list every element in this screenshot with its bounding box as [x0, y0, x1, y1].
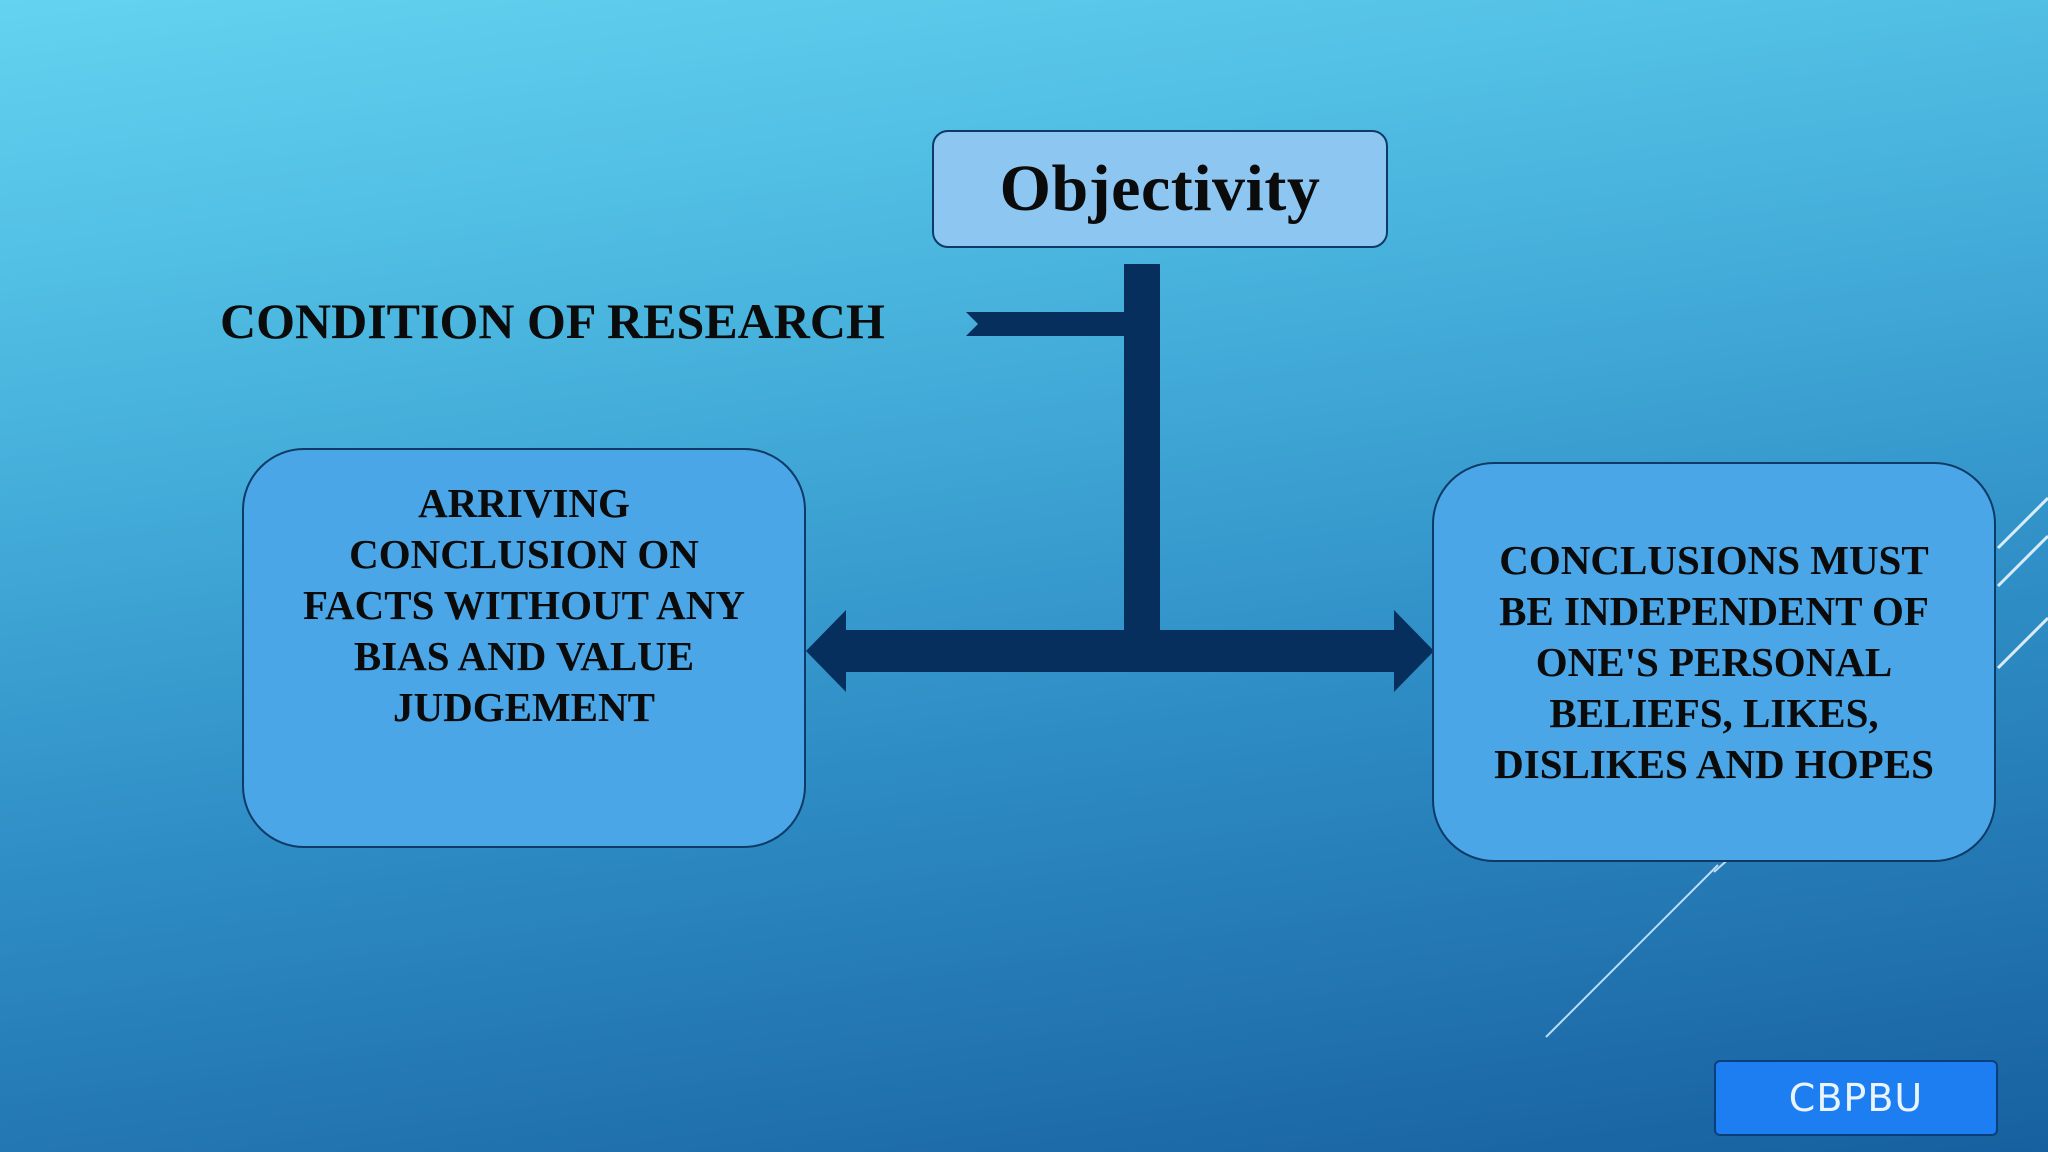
diagram-title: Objectivity	[999, 152, 1321, 225]
left-box-line: CONCLUSION ON	[349, 530, 699, 577]
connector-label-branch	[966, 312, 1124, 336]
left-box-line: ARRIVING	[418, 479, 630, 526]
connector-stem	[1124, 264, 1160, 630]
condition-label: CONDITION OF RESEARCH	[220, 293, 885, 349]
right-box-line: BE INDEPENDENT OF	[1499, 587, 1929, 634]
left-box-line: BIAS AND VALUE	[353, 632, 695, 679]
left-box-line: JUDGEMENT	[393, 683, 655, 730]
right-box-line: BELIEFS, LIKES,	[1549, 689, 1879, 736]
title-box: Objectivity	[932, 130, 1388, 248]
footer-badge: CBPBU	[1714, 1060, 1998, 1136]
right-box-line: DISLIKES AND HOPES	[1494, 740, 1934, 787]
right-box-line: CONCLUSIONS MUST	[1499, 536, 1929, 583]
left-box-text: ARRIVING CONCLUSION ON FACTS WITHOUT ANY…	[303, 478, 745, 733]
double-arrow	[806, 610, 1434, 692]
right-box-line: ONE'S PERSONAL	[1535, 638, 1893, 685]
right-box-text: CONCLUSIONS MUST BE INDEPENDENT OF ONE'S…	[1494, 535, 1934, 790]
left-box-line: FACTS WITHOUT ANY	[303, 581, 745, 628]
footer-text: CBPBU	[1788, 1076, 1924, 1120]
left-box: ARRIVING CONCLUSION ON FACTS WITHOUT ANY…	[242, 448, 806, 848]
right-box: CONCLUSIONS MUST BE INDEPENDENT OF ONE'S…	[1432, 462, 1996, 862]
